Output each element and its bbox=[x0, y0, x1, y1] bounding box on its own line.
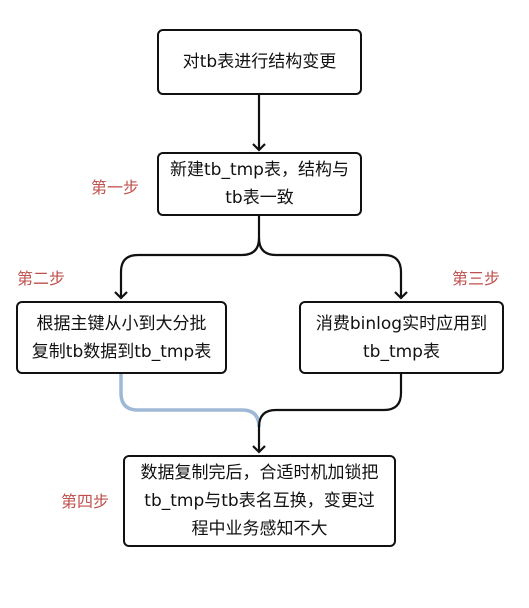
node-swap-line-1: 数据复制完后，合适时机加锁把 bbox=[140, 463, 379, 483]
arrow-binlog-merge bbox=[252, 374, 403, 454]
node-create-tmp-table: 新建tb_tmp表，结构与 tb表一致 bbox=[157, 152, 362, 216]
arrow-create-split-right bbox=[257, 237, 408, 300]
arrow-create-split bbox=[114, 216, 261, 300]
node-copy-line-1: 根据主键从小到大分批 bbox=[36, 313, 207, 334]
step-label-3: 第三步 bbox=[452, 269, 501, 288]
node-swap-line-3: 程中业务感知不大 bbox=[191, 519, 328, 539]
node-binlog-line-2: tb_tmp表 bbox=[363, 341, 440, 362]
node-binlog-line-1: 消费binlog实时应用到 bbox=[315, 313, 488, 334]
step-label-2: 第二步 bbox=[17, 269, 66, 288]
step-label-1: 第一步 bbox=[91, 178, 140, 197]
node-start-line-1: 对tb表进行结构变更 bbox=[182, 52, 337, 72]
node-copy-data: 根据主键从小到大分批 复制tb数据到tb_tmp表 bbox=[16, 301, 227, 374]
node-start: 对tb表进行结构变更 bbox=[157, 29, 362, 95]
node-consume-binlog: 消费binlog实时应用到 tb_tmp表 bbox=[299, 301, 504, 374]
node-create-line-1: 新建tb_tmp表，结构与 bbox=[170, 160, 349, 180]
arrow-copy-merge bbox=[119, 374, 261, 428]
node-swap-tables: 数据复制完后，合适时机加锁把 tb_tmp与tb表名互换，变更过 程中业务感知不… bbox=[123, 455, 396, 547]
step-label-4: 第四步 bbox=[61, 492, 110, 511]
node-create-line-2: tb表一致 bbox=[225, 188, 294, 208]
node-swap-line-2: tb_tmp与tb表名互换，变更过 bbox=[144, 491, 375, 511]
node-copy-line-2: 复制tb数据到tb_tmp表 bbox=[31, 341, 212, 362]
